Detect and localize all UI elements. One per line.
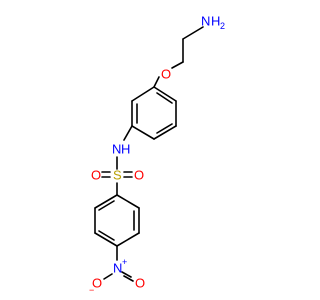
atom-nitro-o-left-charge: − bbox=[89, 285, 94, 295]
atom-nitro-n: N bbox=[113, 261, 122, 276]
bond-o-ring bbox=[153, 76, 160, 88]
bond-ring2-double-c bbox=[98, 200, 115, 211]
bond-ch2-o bbox=[171, 61, 184, 69]
bond-ring1-double-a bbox=[156, 92, 173, 104]
atom-ether-o: O bbox=[161, 67, 171, 82]
atom-sulfonyl-o-left: O bbox=[91, 168, 101, 183]
bond-nitro-o-right-1 bbox=[121, 271, 132, 278]
atom-sulfonyl-o-right: O bbox=[134, 168, 144, 183]
atom-amine-subscript: 2 bbox=[220, 21, 225, 31]
bond-nitro-o-left bbox=[103, 273, 113, 280]
bond-ring-nh bbox=[123, 125, 133, 141]
bond-ring2-1 bbox=[116, 194, 140, 209]
atom-amine-n: N bbox=[201, 14, 210, 29]
atom-nitro-o-left: O bbox=[92, 276, 102, 291]
bond-ring1-double-b bbox=[156, 123, 173, 134]
atom-amide-h: H bbox=[121, 142, 130, 157]
bond-ring1-3 bbox=[153, 125, 177, 140]
atom-labels: N H 2 O N H S O O N + O − O bbox=[89, 14, 225, 296]
bond-ring2-6 bbox=[94, 194, 118, 209]
atom-nitro-o-right: O bbox=[135, 276, 145, 291]
molecule-diagram: N H 2 O N H S O O N + O − O bbox=[89, 14, 225, 296]
bond-nitro-o-right-2 bbox=[123, 275, 134, 282]
bond-ring2-4 bbox=[94, 232, 118, 247]
atom-amide-n: N bbox=[112, 142, 121, 157]
atom-amine-h: H bbox=[211, 14, 220, 29]
bond-ring1-6 bbox=[131, 86, 155, 102]
bond-ch2-nh2 bbox=[182, 26, 204, 40]
structure-canvas: N H 2 O N H S O O N + O − O bbox=[89, 14, 225, 296]
atom-sulfur: S bbox=[113, 168, 122, 183]
bond-ring1-1 bbox=[153, 86, 177, 102]
bond-ring2-3 bbox=[116, 232, 140, 247]
atom-nitro-n-charge: + bbox=[122, 257, 127, 267]
bond-ring1-4 bbox=[131, 125, 155, 140]
bond-ring2-double-b bbox=[98, 230, 115, 241]
bonds bbox=[94, 26, 204, 282]
